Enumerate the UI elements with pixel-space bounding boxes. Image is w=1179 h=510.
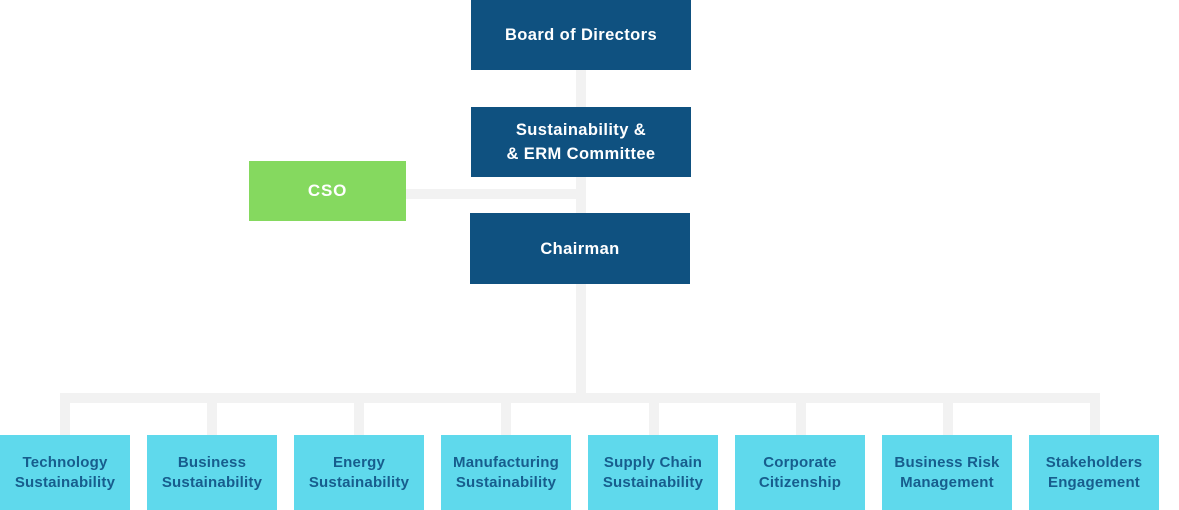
node-chairman: Chairman (470, 213, 690, 284)
node-label-line2: Sustainability (602, 473, 704, 491)
node-label-line2: Citizenship (758, 473, 842, 491)
node-label-line1: Business Risk (894, 454, 1000, 471)
node-manufacturing-sustainability: Manufacturing Sustainability (441, 435, 571, 510)
connector-drop (649, 398, 659, 435)
node-label-line2: & ERM Committee (506, 145, 656, 163)
node-label-line2: Sustainability (308, 473, 410, 491)
node-label-line2: Sustainability (14, 473, 116, 491)
node-energy-sustainability: Energy Sustainability (294, 435, 424, 510)
node-label-line1: Supply Chain (603, 454, 703, 471)
node-business-risk-management: Business Risk Management (882, 435, 1012, 510)
node-stakeholders-engagement: Stakeholders Engagement (1029, 435, 1159, 510)
node-label: CSO (307, 181, 348, 200)
node-label-line2: Management (900, 473, 994, 491)
connector-distribution-bar (60, 393, 1100, 403)
node-corporate-citizenship: Corporate Citizenship (735, 435, 865, 510)
connector-cso-branch (406, 189, 586, 199)
node-label-line1: Business (177, 454, 247, 471)
node-label: Chairman (540, 239, 620, 258)
node-label-line2: Sustainability (455, 473, 557, 491)
node-label-line1: Manufacturing (453, 454, 559, 471)
connector-drop (796, 398, 806, 435)
node-supply-chain-sustainability: Supply Chain Sustainability (588, 435, 718, 510)
node-sustainability-erm-committee: Sustainability & & ERM Committee (471, 107, 691, 177)
connector-board-to-committee (576, 70, 586, 107)
node-label-line1: Sustainability & (515, 121, 647, 139)
node-label-line2: Engagement (1047, 473, 1140, 491)
connector-drop (1090, 398, 1100, 435)
connector-drop (501, 398, 511, 435)
connector-drop (60, 398, 70, 435)
node-label-line2: Sustainability (161, 473, 263, 491)
connector-drop (207, 398, 217, 435)
node-label-line1: Corporate (763, 454, 837, 471)
connector-drop (354, 398, 364, 435)
node-label-line1: Technology (22, 454, 108, 471)
node-label-line1: Stakeholders (1045, 454, 1143, 471)
node-cso: CSO (249, 161, 406, 221)
node-business-sustainability: Business Sustainability (147, 435, 277, 510)
node-label-line1: Energy (332, 454, 386, 471)
node-board-of-directors: Board of Directors (471, 0, 691, 70)
connector-drop (943, 398, 953, 435)
node-technology-sustainability: Technology Sustainability (0, 435, 130, 510)
connector-chairman-trunk (576, 284, 586, 399)
node-label: Board of Directors (504, 26, 658, 44)
